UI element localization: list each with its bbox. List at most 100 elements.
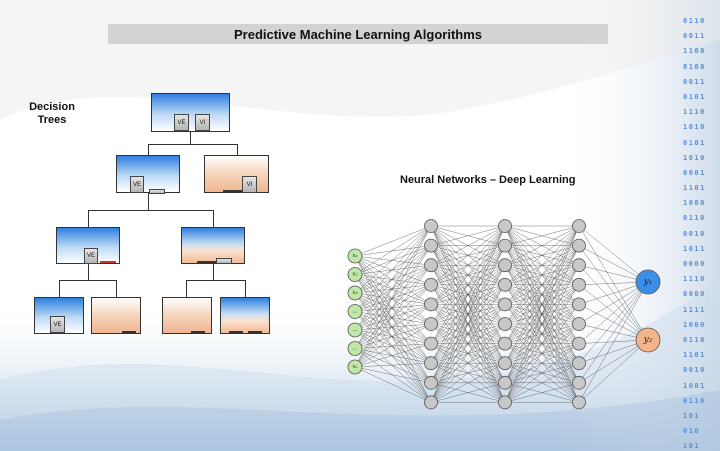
hidden-node xyxy=(498,238,512,253)
hidden-node xyxy=(572,219,586,233)
slide-title: Predictive Machine Learning Algorithms xyxy=(108,24,608,44)
connection-line xyxy=(430,225,506,364)
output-node xyxy=(635,327,661,353)
decision-trees-label-line2: Trees xyxy=(37,114,67,126)
chip-ve: VE xyxy=(130,176,144,193)
hidden-node xyxy=(498,336,512,351)
input-node xyxy=(347,359,363,375)
input-node-label: ... xyxy=(352,346,357,352)
connection-line xyxy=(354,284,432,368)
connection-line xyxy=(430,362,506,403)
connection-line xyxy=(354,348,432,384)
connection-line xyxy=(354,292,432,403)
connection-line xyxy=(354,366,432,403)
connection-line xyxy=(354,265,432,368)
binary-digits: 101 xyxy=(683,442,701,451)
connection-line xyxy=(504,225,580,344)
hidden-node xyxy=(424,375,438,390)
connection-line xyxy=(354,348,432,364)
connection-line xyxy=(354,255,432,286)
input-node-label: x₂ xyxy=(352,272,357,278)
leaf-marker xyxy=(122,331,136,333)
hidden-node xyxy=(498,277,512,292)
tree-node-l1-right: VI xyxy=(204,155,269,193)
binary-digits: 0101 xyxy=(683,92,706,101)
connection-line xyxy=(430,245,506,403)
connection-line xyxy=(578,225,649,341)
connection-line xyxy=(504,265,580,403)
binary-digits: 1000 xyxy=(683,320,706,329)
hidden-node xyxy=(572,356,586,371)
connection-line xyxy=(354,255,432,364)
binary-digits: 0100 xyxy=(683,62,706,71)
connection-line xyxy=(578,281,649,344)
binary-digits: 1111 xyxy=(683,305,706,314)
tree-node-l2-b xyxy=(181,227,245,264)
connection-line xyxy=(354,329,432,384)
connection-line xyxy=(354,274,432,364)
decision-trees-label-line1: Decision xyxy=(29,101,75,113)
binary-digits: 1101 xyxy=(683,351,706,360)
connection-line xyxy=(430,225,506,305)
tree-leaf-3 xyxy=(162,297,212,334)
binary-digits: 1010 xyxy=(683,153,706,162)
hidden-node xyxy=(498,317,512,331)
connection-line xyxy=(354,255,432,344)
connection-line xyxy=(354,225,432,294)
output-node-label: y₂ xyxy=(643,335,653,345)
connection-line xyxy=(354,245,432,331)
connection-line xyxy=(504,225,580,325)
leaf-marker xyxy=(191,331,205,333)
connection-line xyxy=(354,284,432,349)
connection-line xyxy=(578,245,649,341)
connection-line xyxy=(354,366,432,384)
input-node-label: x₁ xyxy=(352,253,357,259)
connection-line xyxy=(354,274,432,383)
hidden-node xyxy=(572,238,586,253)
connection-line xyxy=(354,329,432,364)
connection-line xyxy=(504,382,580,403)
leaf-marker xyxy=(197,261,217,263)
connection-line xyxy=(354,284,432,294)
chip-ve: VE xyxy=(50,316,65,333)
connection-line xyxy=(354,245,432,312)
connection-line xyxy=(354,274,432,403)
chip-ve: VE xyxy=(174,114,189,131)
tree-leaf-4 xyxy=(220,297,270,334)
binary-digits: 0110 xyxy=(683,17,706,25)
leaf-marker xyxy=(229,331,243,333)
connection-line xyxy=(354,255,432,325)
connection-line xyxy=(354,274,432,325)
tree-node-l2-a: VE xyxy=(56,227,120,264)
connection-line xyxy=(354,225,432,312)
connection-line xyxy=(354,255,432,403)
binary-digits: 0110 xyxy=(683,335,706,344)
connection-line xyxy=(354,311,432,344)
connection-line xyxy=(430,284,506,403)
connection-line xyxy=(354,311,432,364)
hidden-node xyxy=(572,317,586,331)
connection-line xyxy=(354,264,432,294)
connection-line xyxy=(354,329,432,344)
connection-line xyxy=(354,245,432,257)
tree-node-l1-left: VE xyxy=(116,155,180,194)
connection-line xyxy=(354,255,432,383)
connection-line xyxy=(354,323,432,349)
connection-line xyxy=(354,225,432,331)
hidden-node xyxy=(498,219,512,233)
hidden-node xyxy=(498,395,512,410)
connection-line xyxy=(354,348,432,403)
connection-line xyxy=(354,274,432,344)
connection-line xyxy=(578,339,649,384)
connection-line xyxy=(354,264,432,312)
input-node xyxy=(347,322,363,338)
binary-digits: 0000 xyxy=(683,260,706,268)
connection-line xyxy=(578,281,649,364)
connection-line xyxy=(354,264,432,275)
binary-digits: 1100 xyxy=(683,47,706,56)
binary-digits: 1011 xyxy=(683,244,706,253)
connection-line xyxy=(578,281,649,325)
connection-line xyxy=(354,245,432,368)
